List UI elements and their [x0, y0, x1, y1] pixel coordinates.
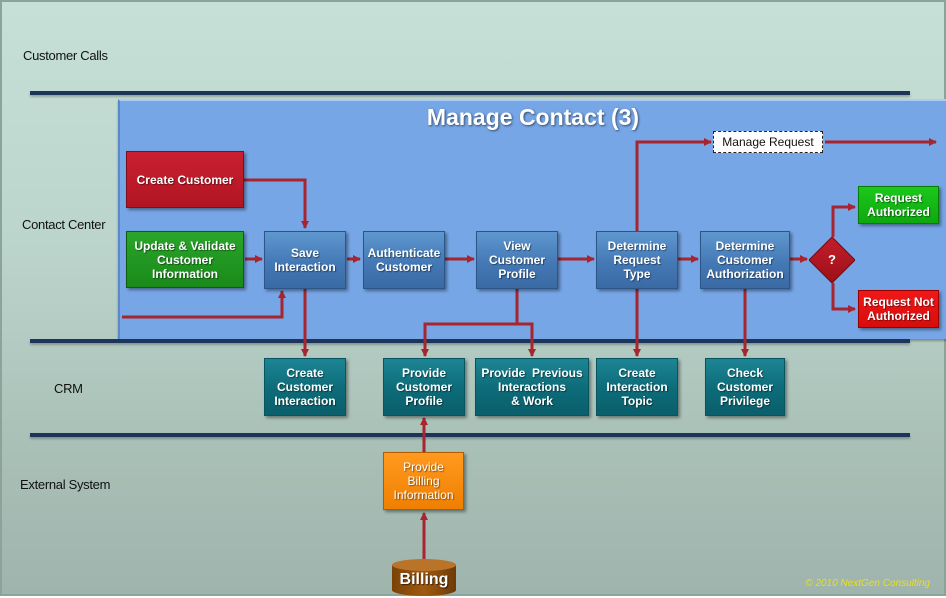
box-label-line: Save — [290, 246, 320, 260]
box-label-line: Provide Previous — [481, 366, 583, 380]
box-label-line: Profile — [405, 394, 443, 408]
lane-divider — [30, 339, 910, 343]
box-label-line: Topic — [621, 394, 653, 408]
connector-view-to-crm-split — [421, 289, 519, 357]
box-label-line: View — [503, 239, 531, 253]
box-label-line: Authorization — [706, 267, 784, 281]
connector-decision-to-not-authorized — [831, 283, 856, 313]
decision-label: ? — [828, 252, 836, 267]
box-label-line: Customer — [395, 380, 452, 394]
copyright-notice: © 2010 NextGen Consulting — [805, 578, 930, 589]
lane-label-customer-calls: Customer Calls — [23, 48, 108, 63]
manage-request-box[interactable]: Manage Request — [713, 131, 823, 153]
box-label-line: Create — [286, 366, 324, 380]
lane-divider — [30, 433, 910, 437]
box-label-line: Information — [393, 488, 454, 502]
box-label-line: Customer — [716, 380, 773, 394]
decision-diamond[interactable] — [809, 237, 855, 283]
box-label-line: Request — [874, 191, 923, 205]
box-label-line: & Work — [511, 394, 553, 408]
connector-view-to-previous — [517, 322, 536, 357]
box-label-line: Determine — [715, 239, 775, 253]
box-label-line: Interaction — [274, 260, 336, 274]
create-customer-label: Create Customer — [136, 172, 234, 187]
connector-type-to-manage-request — [635, 138, 712, 231]
box-label-line: Profile — [498, 267, 536, 281]
box-label-line: Request — [613, 253, 661, 267]
connector-create-to-save — [244, 178, 309, 229]
box-label-line: Authorized — [867, 205, 930, 219]
connector-decision-to-authorized — [831, 203, 856, 237]
lane-label-external-system: External System — [20, 477, 111, 492]
box-label-line: Customer — [488, 253, 545, 267]
lane-label-contact-center: Contact Center — [22, 217, 106, 232]
box-label-line: Customer — [375, 260, 432, 274]
lane-divider — [30, 91, 910, 95]
box-label-line: Customer — [716, 253, 773, 267]
box-label-line: Information — [152, 266, 218, 281]
lane-label-crm: CRM — [54, 381, 83, 396]
billing-database-label: Billing — [399, 571, 449, 588]
box-label-line: Interaction — [274, 394, 336, 408]
box-label-line: Authenticate — [367, 246, 441, 260]
box-label-line: Interaction — [606, 380, 668, 394]
box-label-line: Check — [726, 366, 763, 380]
box-label-line: Provide — [401, 366, 446, 380]
box-label-line: Request Not — [863, 295, 934, 309]
connector-external-to-save — [122, 290, 286, 319]
box-label-line: Interactions — [497, 380, 566, 394]
box-label-line: Customer — [156, 252, 213, 267]
box-label-line: Privilege — [719, 394, 770, 408]
panel-title: Manage Contact (3) — [426, 104, 640, 130]
box-label-line: Create — [618, 366, 656, 380]
box-label-line: Determine — [607, 239, 667, 253]
billing-database-icon[interactable] — [392, 558, 456, 596]
box-label-line: Billing — [407, 474, 440, 488]
box-label-line: Customer — [276, 380, 333, 394]
box-label-line: Update & Validate — [134, 238, 236, 253]
box-label-line: Authorized — [867, 309, 930, 323]
box-label-line: Type — [623, 267, 651, 281]
create-customer-box[interactable]: Create Customer — [126, 151, 244, 208]
box-label-line: Provide — [403, 460, 444, 474]
